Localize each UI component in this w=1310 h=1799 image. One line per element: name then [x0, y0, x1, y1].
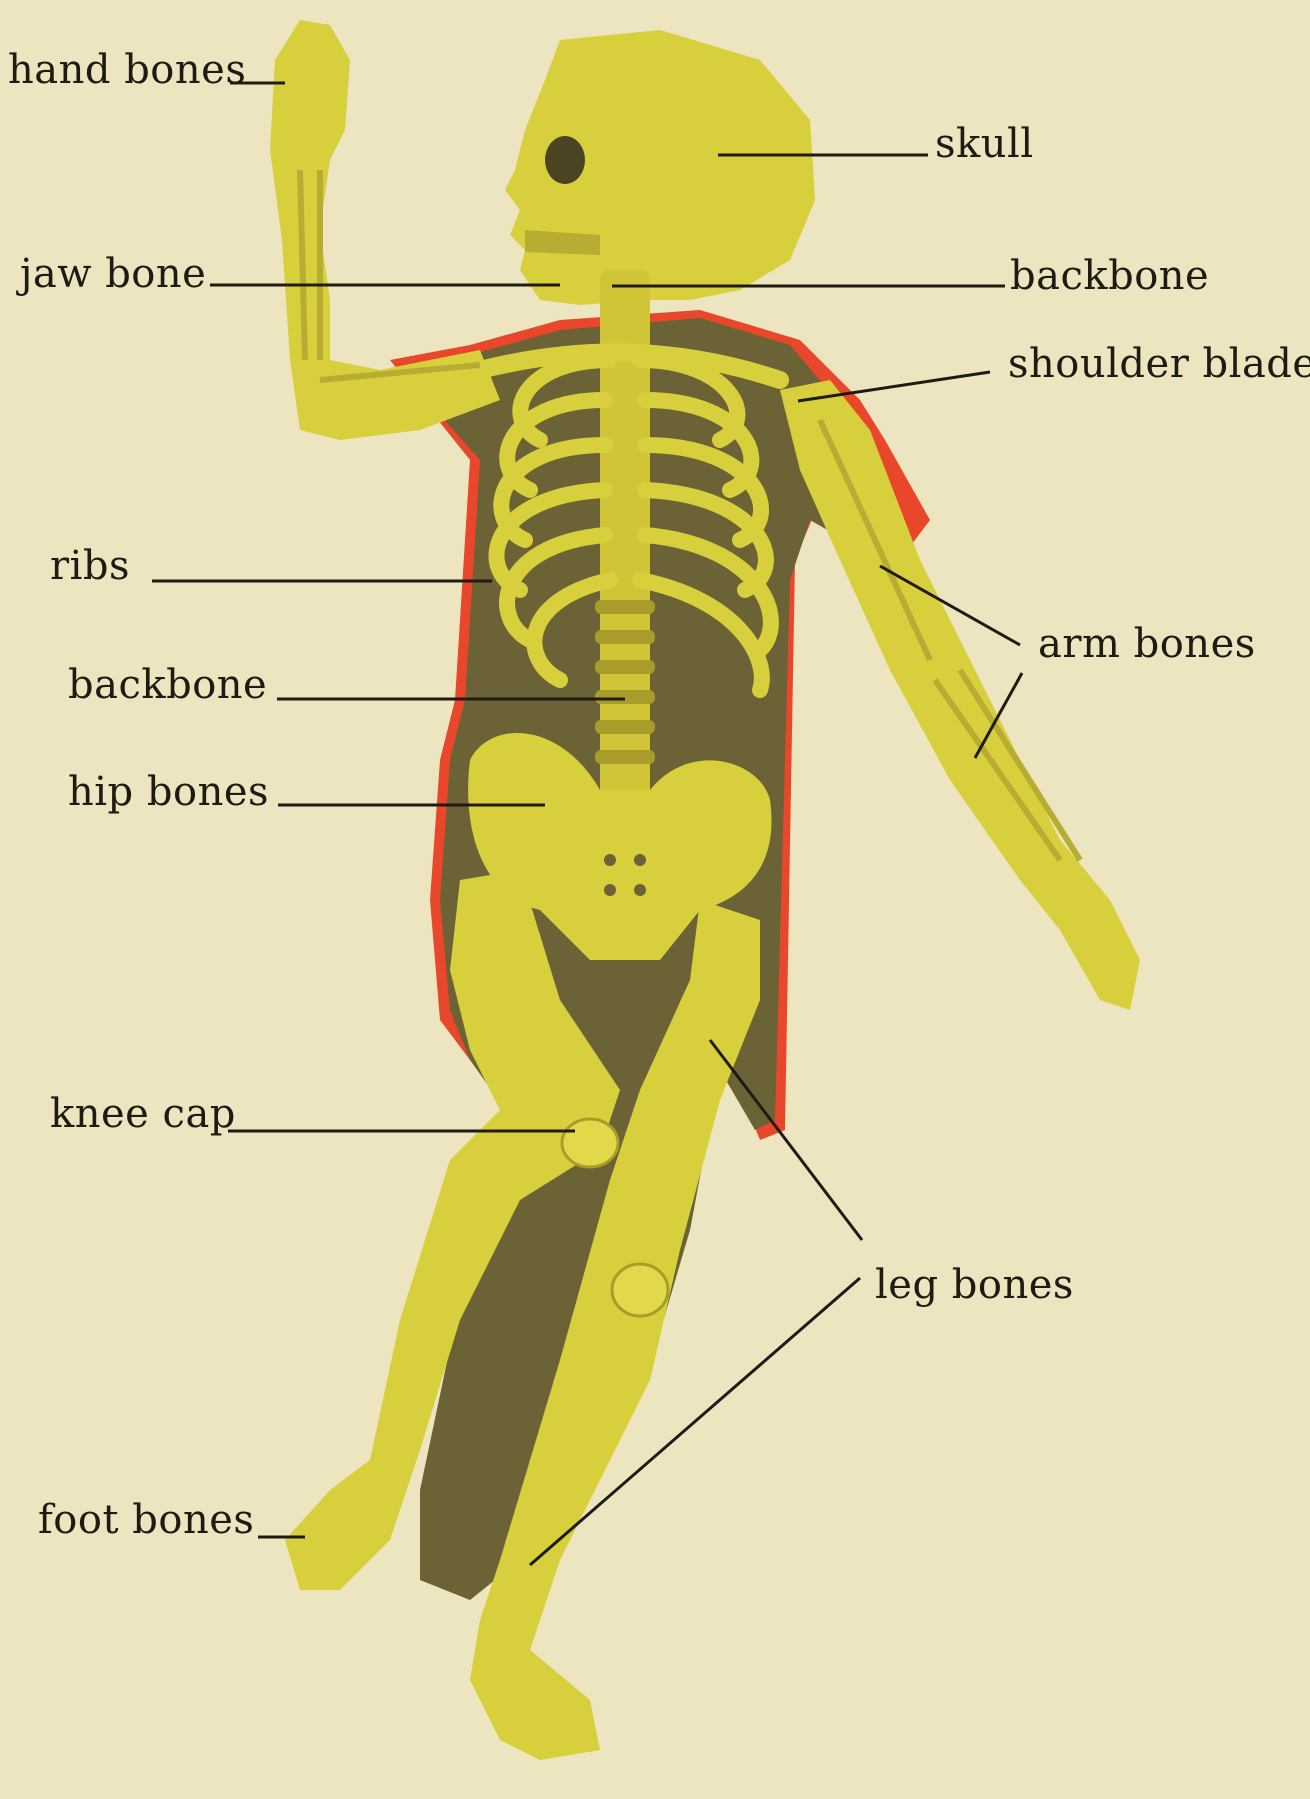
- knee-cap-shape: [562, 1119, 618, 1167]
- label-knee-cap: knee cap: [50, 1094, 236, 1134]
- lowered-arm-silhouette: [780, 380, 1140, 1010]
- label-shoulder-blade: shoulder blade: [1008, 344, 1310, 384]
- label-hand-bones: hand bones: [8, 50, 246, 90]
- label-leg-bones: leg bones: [875, 1265, 1074, 1305]
- label-skull: skull: [935, 124, 1034, 164]
- label-hip-bones: hip bones: [68, 772, 269, 812]
- label-backbone-upper: backbone: [1010, 256, 1209, 296]
- label-foot-bones: foot bones: [38, 1500, 254, 1540]
- label-arm-bones: arm bones: [1038, 624, 1256, 664]
- label-backbone-lower: backbone: [68, 665, 267, 705]
- eye-socket: [545, 136, 585, 184]
- label-ribs: ribs: [50, 546, 130, 586]
- knee-cap-shape-2: [612, 1264, 668, 1316]
- label-jaw-bone: jaw bone: [20, 254, 206, 294]
